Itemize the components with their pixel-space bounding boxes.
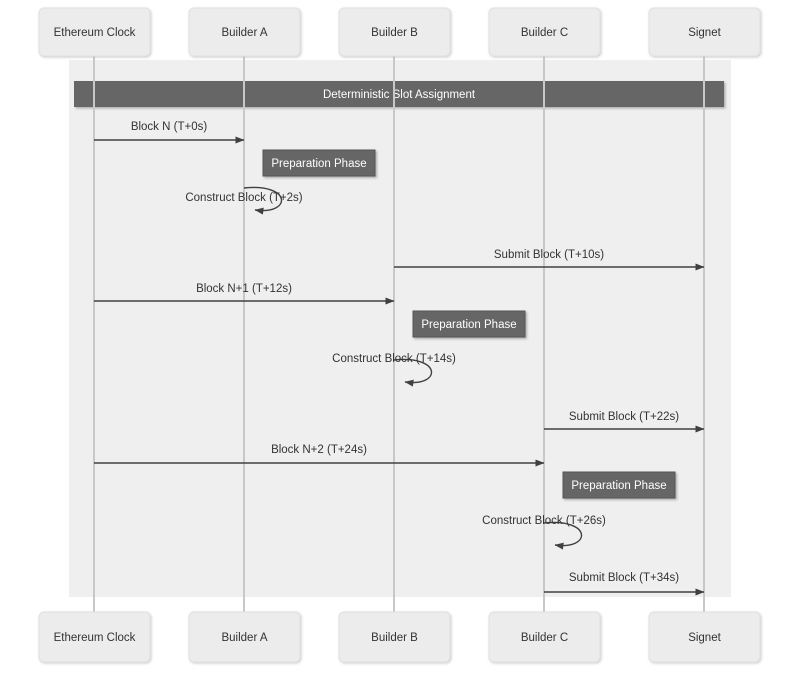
participant-label-builderB-bottom: Builder B (371, 632, 418, 644)
messages-layer: Block N (T+0s) Construct Block (T+2s) Subm… (94, 121, 705, 596)
message-msg-7[interactable]: Block N+2 (T+24s) (94, 444, 545, 467)
message-label-msg-9: Submit Block (T+34s) (569, 572, 679, 584)
message-msg-1[interactable]: Block N (T+0s) (94, 121, 245, 144)
message-selfloop-msg-2 (243, 186, 283, 215)
message-msg-4[interactable]: Block N+1 (T+12s) (94, 283, 395, 305)
message-msg-6[interactable]: Submit Block (T+22s) (544, 411, 705, 433)
participant-builderA-bottom[interactable]: Builder A (188, 611, 301, 663)
note-prep-3-label: Preparation Phase (571, 480, 666, 492)
lifelines-layer (93, 56, 705, 612)
participant-label-builderC-bottom: Builder C (521, 632, 568, 644)
participant-box-clock-bottom (38, 611, 151, 663)
participant-box-clock-top (38, 7, 151, 57)
participant-box-builderB-bottom (338, 611, 451, 663)
message-label-msg-1: Block N (T+0s) (131, 121, 208, 133)
participant-clock-top[interactable]: Ethereum Clock (38, 7, 151, 57)
message-label-msg-8: Construct Block (T+26s) (482, 515, 606, 527)
participant-label-builderA-top: Builder A (221, 27, 267, 39)
participant-box-builderC-top (488, 7, 601, 57)
message-label-msg-3: Submit Block (T+10s) (494, 249, 604, 261)
group-header-bar (74, 81, 724, 107)
note-prep-2: Preparation Phase (412, 310, 526, 338)
participant-signet-bottom[interactable]: Signet (648, 611, 761, 663)
participant-builderA-top[interactable]: Builder A (188, 7, 301, 57)
participant-box-builderB-top (338, 7, 451, 57)
message-label-msg-4: Block N+1 (T+12s) (196, 283, 292, 295)
participant-box-builderA-top (188, 7, 301, 57)
participant-label-clock-bottom: Ethereum Clock (54, 632, 136, 644)
participant-label-builderB-top: Builder B (371, 27, 418, 39)
participants-top: Ethereum Clock Builder A Builder B Builder … (38, 7, 761, 57)
message-msg-9[interactable]: Submit Block (T+34s) (544, 572, 705, 596)
participant-label-builderA-bottom: Builder A (221, 632, 267, 644)
participant-box-builderA-bottom (188, 611, 301, 663)
message-label-msg-5: Construct Block (T+14s) (332, 353, 456, 365)
participant-box-signet-top (648, 7, 761, 57)
participants-bottom: Ethereum Clock Builder A Builder B Builder … (38, 611, 761, 663)
participant-label-signet-top: Signet (688, 27, 721, 39)
participant-label-builderC-top: Builder C (521, 27, 568, 39)
message-msg-5[interactable]: Construct Block (T+14s) (332, 353, 456, 387)
group-deterministic-slot-assignment: Deterministic Slot Assignment (69, 60, 731, 597)
message-msg-2[interactable]: Construct Block (T+2s) (185, 186, 303, 215)
message-label-msg-2: Construct Block (T+2s) (185, 192, 302, 204)
participant-signet-top[interactable]: Signet (648, 7, 761, 57)
message-label-msg-7: Block N+2 (T+24s) (271, 444, 367, 456)
message-msg-3[interactable]: Submit Block (T+10s) (394, 249, 705, 271)
message-selfloop-msg-5 (393, 358, 433, 387)
participant-label-clock-top: Ethereum Clock (54, 27, 136, 39)
message-selfloop-msg-8 (543, 521, 583, 550)
note-prep-1: Preparation Phase (262, 149, 376, 177)
message-label-msg-6: Submit Block (T+22s) (569, 411, 679, 423)
group-header-label: Deterministic Slot Assignment (323, 89, 476, 101)
participant-clock-bottom[interactable]: Ethereum Clock (38, 611, 151, 663)
participant-builderC-top[interactable]: Builder C (488, 7, 601, 57)
participant-label-signet-bottom: Signet (688, 632, 721, 644)
note-prep-1-box (262, 149, 376, 177)
participant-box-builderC-bottom (488, 611, 601, 663)
participant-builderB-top[interactable]: Builder B (338, 7, 451, 57)
note-prep-3-box (562, 471, 676, 499)
message-msg-8[interactable]: Construct Block (T+26s) (482, 515, 606, 550)
participant-builderC-bottom[interactable]: Builder C (488, 611, 601, 663)
group-background (69, 60, 731, 597)
participant-box-signet-bottom (648, 611, 761, 663)
note-prep-3: Preparation Phase (562, 471, 676, 499)
note-prep-2-label: Preparation Phase (421, 319, 516, 331)
note-prep-1-label: Preparation Phase (271, 158, 366, 170)
note-prep-2-box (412, 310, 526, 338)
participant-builderB-bottom[interactable]: Builder B (338, 611, 451, 663)
